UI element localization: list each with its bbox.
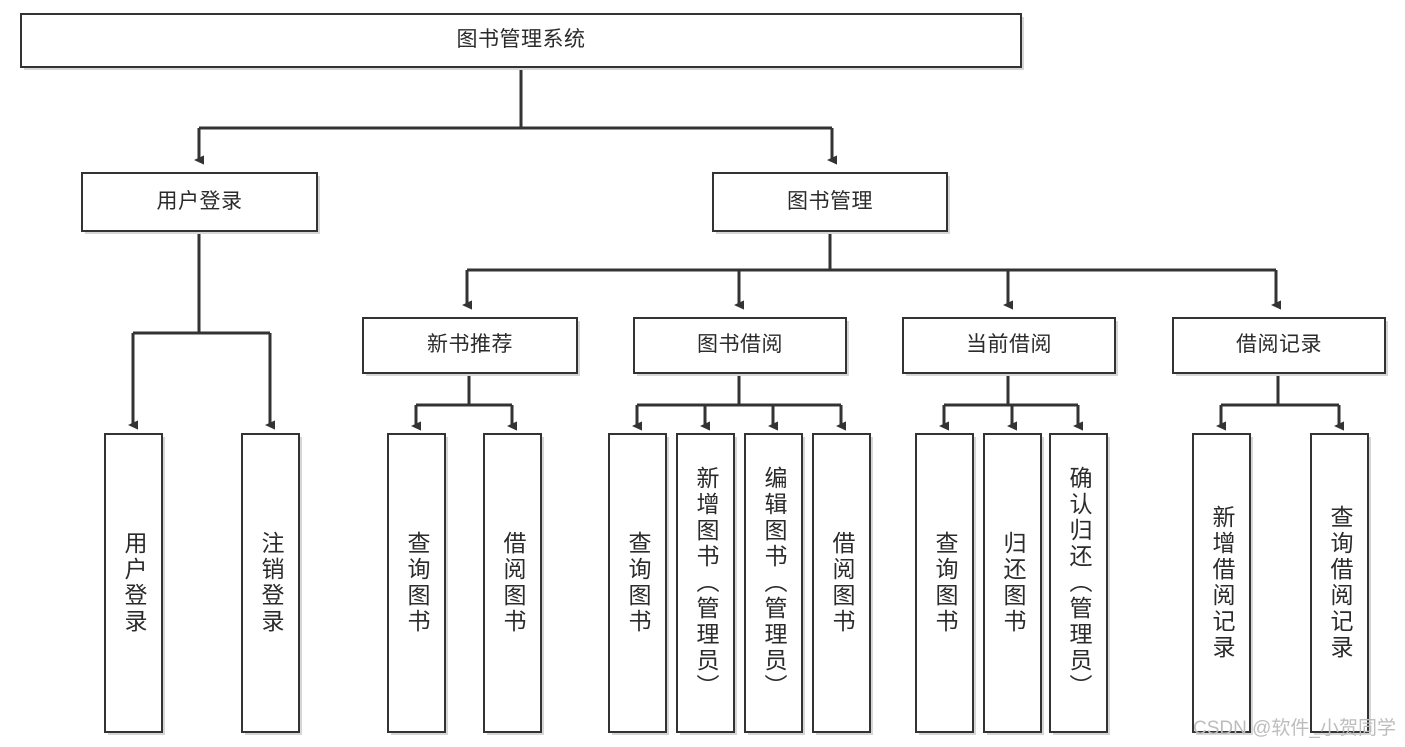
node-book-management[interactable]: 图书管理: [712, 172, 948, 232]
node-label: 查询图书: [404, 531, 430, 635]
node-label: 当前借阅: [966, 333, 1052, 357]
node-label: 新增图书（管理员）: [693, 466, 719, 700]
node-label: 查询借阅记录: [1327, 505, 1353, 661]
node-label: 图书管理: [787, 189, 873, 213]
node-label: 注销登录: [258, 531, 284, 635]
node-label: 编辑图书（管理员）: [761, 466, 787, 700]
node-label: 归还图书: [1000, 531, 1026, 635]
node-root-book-management-system[interactable]: 图书管理系统: [20, 13, 1022, 68]
node-label: 图书管理系统: [456, 28, 586, 52]
node-current-borrow[interactable]: 当前借阅: [902, 317, 1116, 374]
leaf-user-login[interactable]: 用户登录: [104, 433, 163, 733]
node-label: 新增借阅记录: [1209, 505, 1235, 661]
node-label: 借阅图书: [500, 531, 526, 635]
watermark: CSDN @软件_小贺同学: [1193, 718, 1396, 739]
leaf-query-borrow-record[interactable]: 查询借阅记录: [1310, 433, 1369, 733]
leaf-return-book[interactable]: 归还图书: [983, 433, 1042, 733]
node-user-login[interactable]: 用户登录: [81, 172, 318, 232]
node-label: 确认归还（管理员）: [1066, 466, 1092, 700]
node-label: 查询图书: [625, 531, 651, 635]
node-label: 查询图书: [932, 531, 958, 635]
leaf-query-book-borrow[interactable]: 查询图书: [608, 433, 667, 733]
node-book-borrow[interactable]: 图书借阅: [633, 317, 847, 374]
node-borrow-record[interactable]: 借阅记录: [1172, 317, 1386, 374]
leaf-query-book-current[interactable]: 查询图书: [915, 433, 974, 733]
node-label: 新书推荐: [427, 333, 513, 357]
leaf-add-book-admin[interactable]: 新增图书（管理员）: [676, 433, 735, 733]
leaf-add-borrow-record[interactable]: 新增借阅记录: [1192, 433, 1251, 733]
node-label: 借阅记录: [1236, 333, 1322, 357]
node-label: 借阅图书: [829, 531, 855, 635]
leaf-query-book-recommend[interactable]: 查询图书: [387, 433, 446, 733]
node-label: 用户登录: [156, 189, 243, 213]
leaf-edit-book-admin[interactable]: 编辑图书（管理员）: [744, 433, 803, 733]
leaf-borrow-book[interactable]: 借阅图书: [812, 433, 871, 733]
leaf-borrow-book-recommend[interactable]: 借阅图书: [483, 433, 542, 733]
leaf-confirm-return-admin[interactable]: 确认归还（管理员）: [1049, 433, 1108, 733]
node-new-book-recommend[interactable]: 新书推荐: [362, 317, 578, 374]
node-label: 用户登录: [121, 531, 147, 635]
node-label: 图书借阅: [697, 333, 783, 357]
leaf-logout[interactable]: 注销登录: [241, 433, 300, 733]
